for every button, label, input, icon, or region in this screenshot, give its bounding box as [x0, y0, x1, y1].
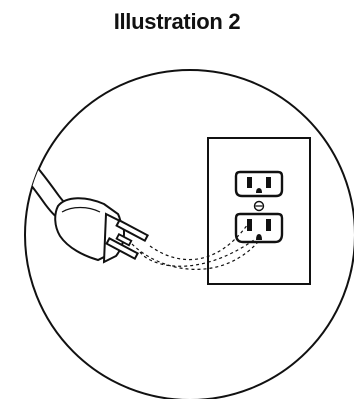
illustration-title: Illustration 2 [113, 9, 241, 34]
plug-prong-top [115, 218, 150, 243]
screw-icon [253, 200, 265, 212]
plug-prong-bottom [105, 236, 140, 261]
upper-receptacle [234, 170, 284, 198]
upper-ground-hole [256, 188, 262, 193]
lower-slot-right [266, 219, 271, 231]
lower-receptacle [234, 212, 284, 244]
lower-slot-left [247, 219, 252, 231]
lower-ground-hole [256, 234, 262, 240]
insertion-guide-lines [131, 223, 259, 270]
plug-ground-pin [115, 233, 133, 247]
upper-slot-right [266, 177, 271, 188]
upper-slot-left [247, 177, 252, 188]
wall-outlet [207, 137, 311, 285]
plug-icon [54, 197, 150, 264]
